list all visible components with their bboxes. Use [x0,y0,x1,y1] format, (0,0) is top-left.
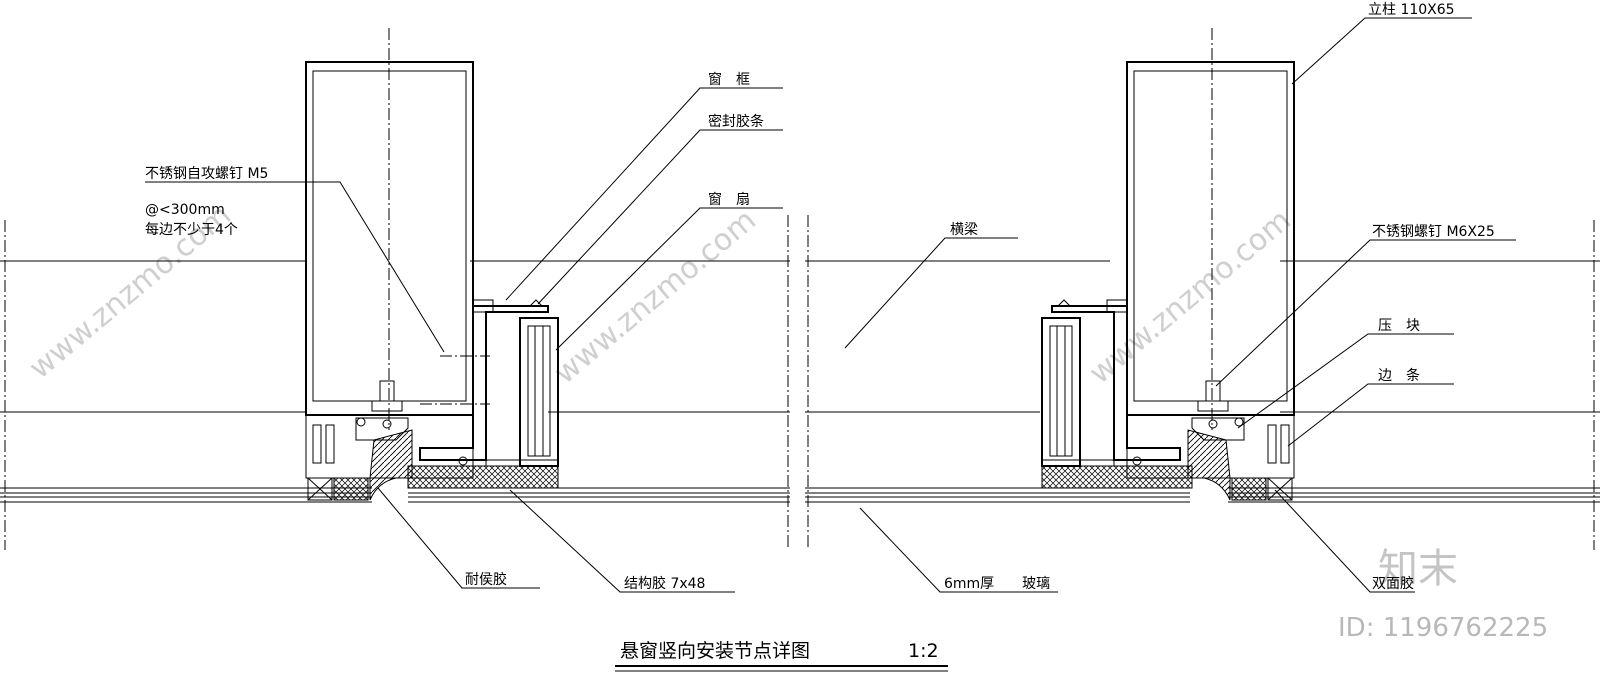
title-text: 悬窗竖向安装节点详图 [620,640,810,662]
label-bolt-m6: 不锈钢螺钉 M6X25 [1372,224,1495,240]
right-detail [1041,61,1295,501]
label-glass: 6mm厚 玻璃 [944,575,1050,592]
label-window-sash: 窗 扇 [708,191,750,208]
watermark-text: www.znzmo.com [548,203,763,392]
watermark-id: ID: 1196762225 [1338,613,1548,643]
break-lines [4,28,1595,550]
drawing-title: 悬窗竖向安装节点详图 1:2 [615,640,948,672]
label-window-frame: 窗 框 [708,71,750,88]
label-double-tape: 双面胶 [1372,575,1414,592]
label-weather-sealant: 耐侯胶 [465,571,507,588]
label-seal-strip: 密封胶条 [708,113,764,130]
label-edge-strip: 边 条 [1378,367,1420,384]
annotation-labels: 窗 框 密封胶条 窗 扇 不锈钢自攻螺钉 M5 @<300mm 每边不少于4个 … [145,2,1495,592]
label-min-count: 每边不少于4个 [145,222,238,238]
glass-lines [0,487,1600,503]
title-scale: 1:2 [908,640,939,662]
label-mullion: 立柱 110X65 [1368,2,1455,18]
label-structural-sealant: 结构胶 7x48 [624,575,705,592]
label-screw-m5: 不锈钢自攻螺钉 M5 [145,166,268,182]
label-spacing: @<300mm [145,202,225,218]
watermark-layer: www.znzmo.com www.znzmo.com www.znzmo.co… [23,198,1548,643]
transom-lines [0,260,1600,413]
leader-lines [145,17,1516,593]
label-transom: 横梁 [950,222,978,238]
label-pressure-block: 压 块 [1378,318,1420,334]
watermark-logo: 知末 [1378,546,1458,592]
left-detail [305,61,559,501]
